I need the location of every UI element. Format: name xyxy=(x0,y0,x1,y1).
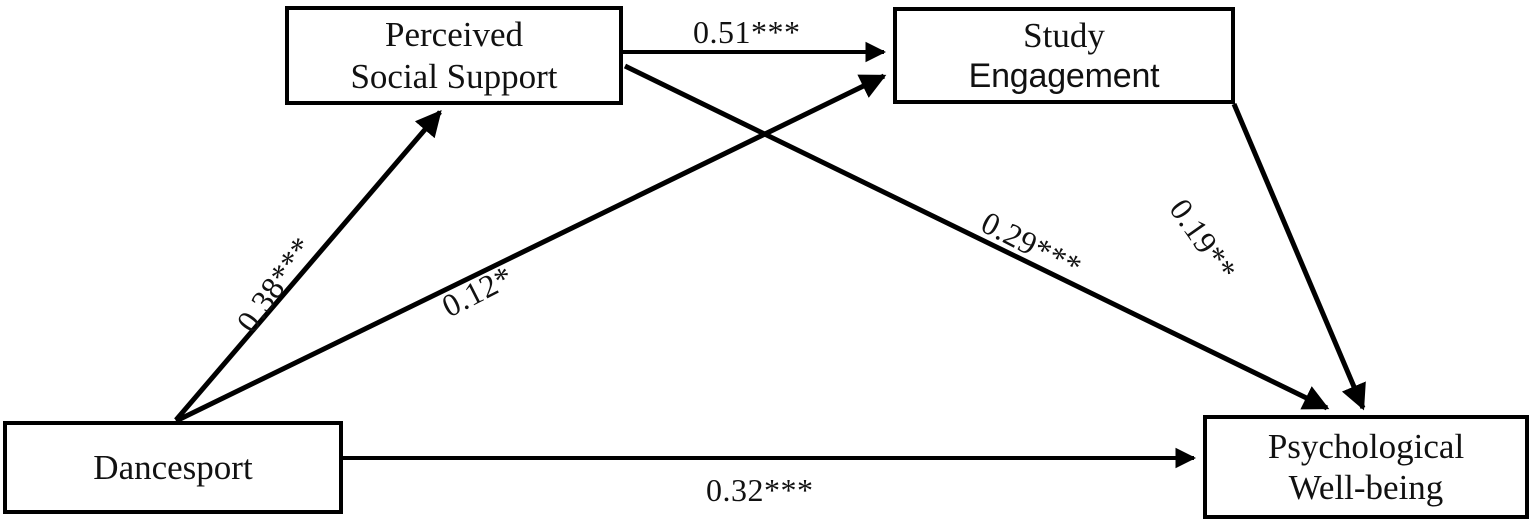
node-dancesport[interactable]: Dancesport xyxy=(3,421,343,514)
node-study-engagement[interactable]: Study Engagement xyxy=(893,7,1235,104)
edge-label-dancesport-to-pwb: 0.32*** xyxy=(706,472,814,508)
node-label-line2: Engagement xyxy=(968,57,1160,96)
node-label-line1: Study xyxy=(1023,15,1105,55)
node-label-line1: Perceived xyxy=(385,15,523,55)
node-label-line1: Psychological xyxy=(1267,426,1465,466)
node-label-line2: Well-being xyxy=(1288,468,1444,507)
node-perceived-social-support[interactable]: Perceived Social Support xyxy=(285,6,623,105)
node-label-line2: Social Support xyxy=(350,56,558,96)
edge-se-to-pwb xyxy=(1231,103,1366,411)
node-psychological-well-being[interactable]: Psychological Well-being xyxy=(1203,415,1529,519)
node-label-line1: Dancesport xyxy=(93,447,253,487)
edge-label-pss-to-se: 0.51*** xyxy=(693,14,801,50)
edge-dancesport-to-pss xyxy=(174,110,442,422)
edge-pss-to-pwb xyxy=(623,63,1330,411)
